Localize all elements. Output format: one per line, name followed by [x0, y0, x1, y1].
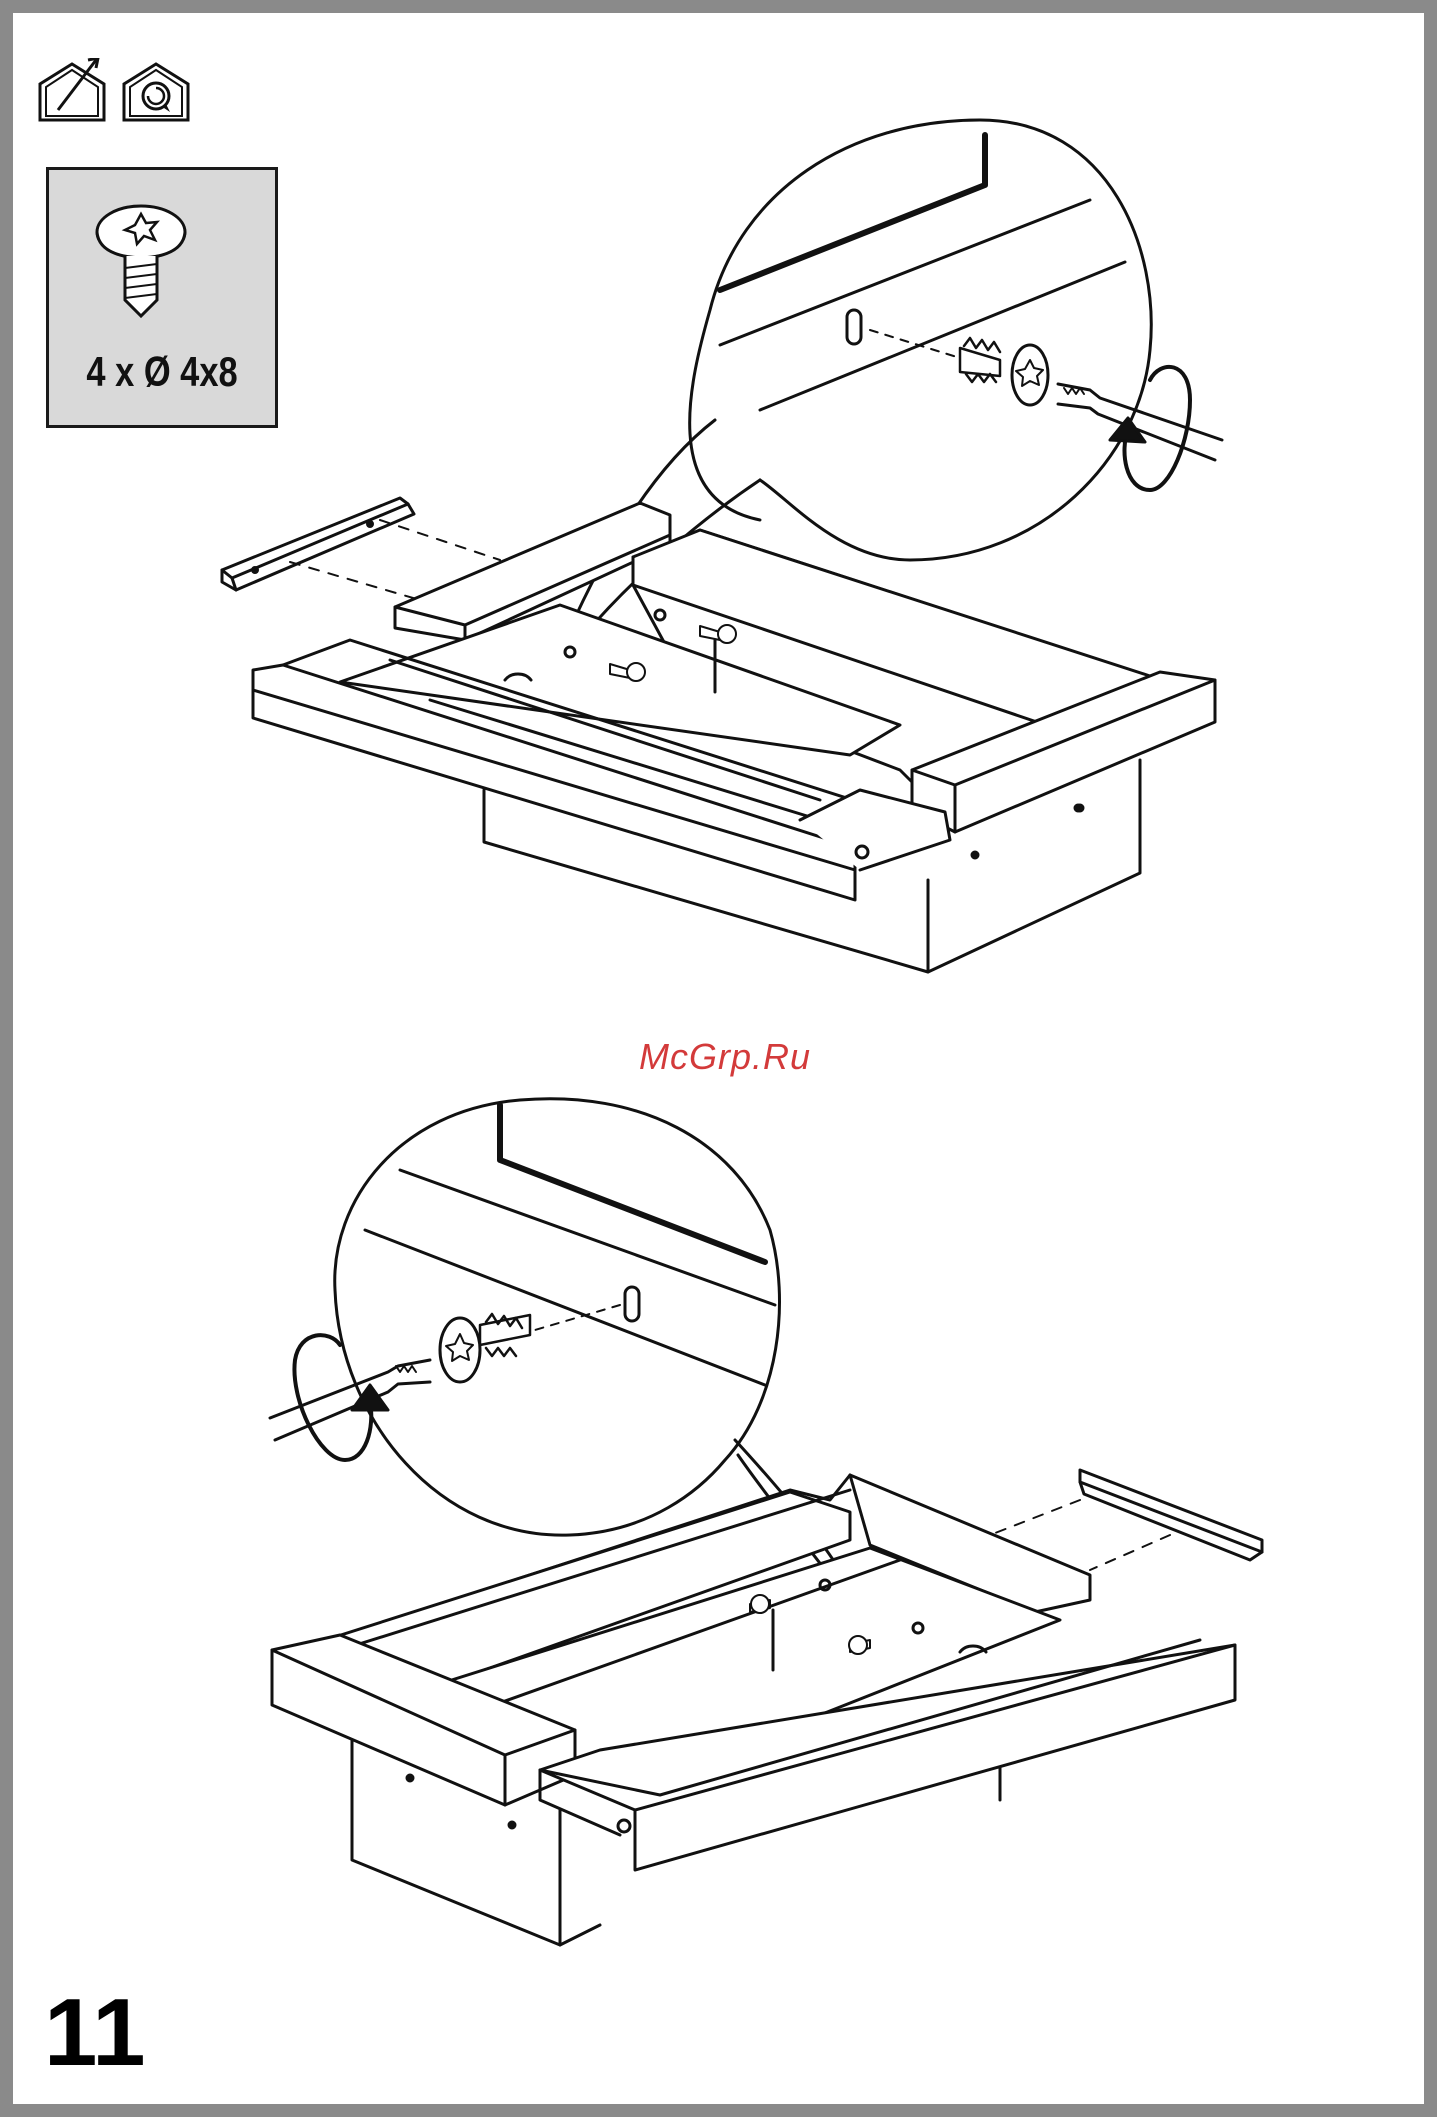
top-assembly — [222, 120, 1222, 972]
bottom-assembly — [270, 1099, 1262, 1945]
step-number: 11 — [44, 1978, 145, 2088]
watermark: McGrp.Ru — [600, 1036, 850, 1078]
